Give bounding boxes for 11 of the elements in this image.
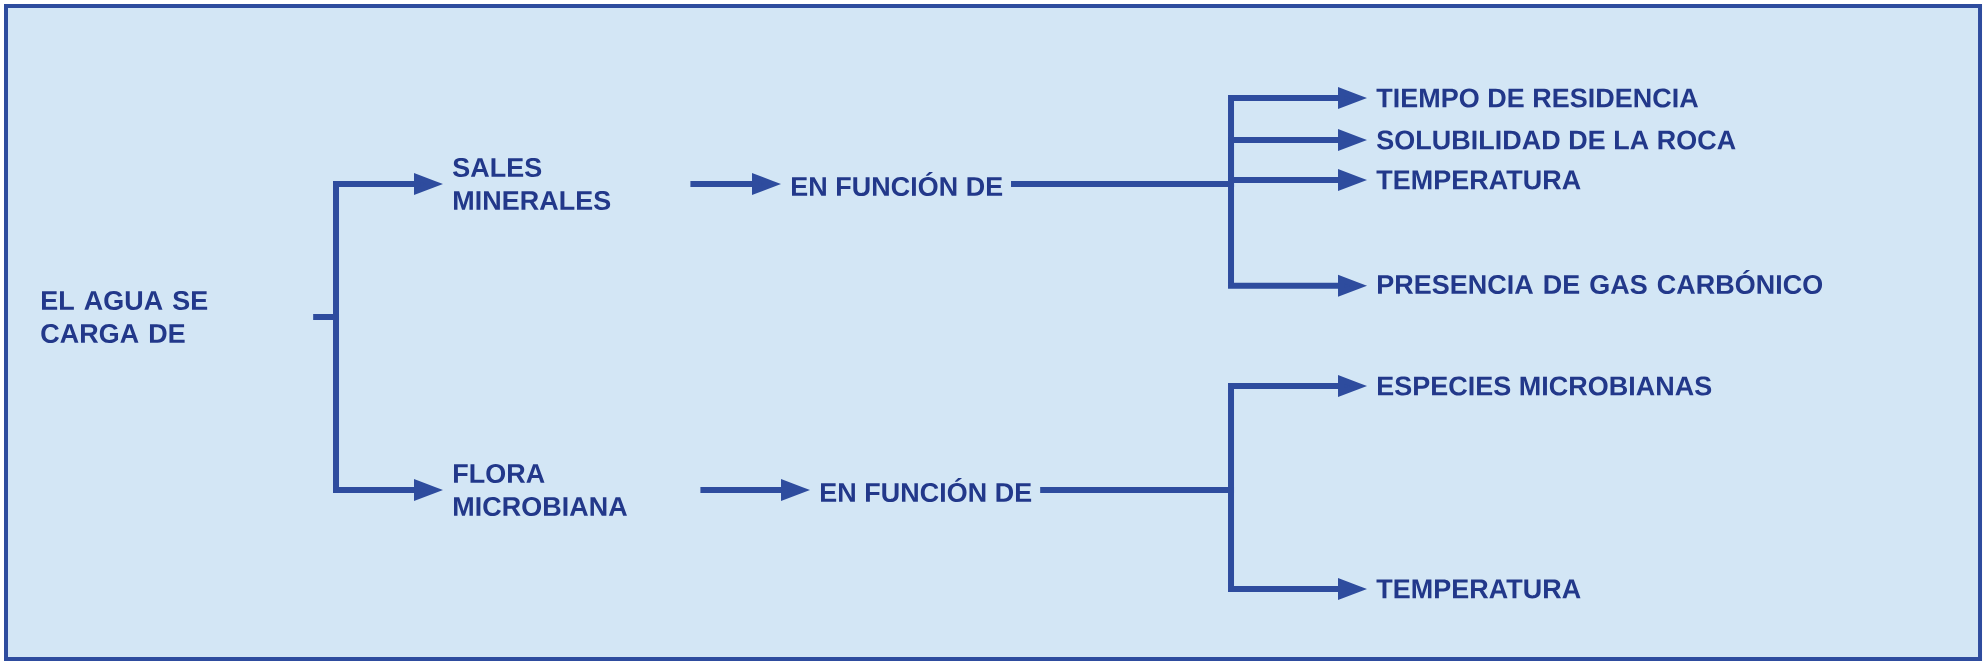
text-label: PRESENCIA DE GAS CARBÓNICO (1378, 269, 1823, 295)
text-label: EL AGUA SE CARGA DE (41, 290, 208, 344)
text-label: SALES MINERALES (453, 157, 611, 211)
text-label: EN FUNCIÓN DE (821, 477, 1032, 503)
text-label: TEMPERATURA (1376, 170, 1581, 190)
text-label: FLORA MICROBIANA (454, 463, 627, 517)
text-label: SOLUBILIDAD DE LA ROCA (1377, 130, 1736, 150)
text-label: TIEMPO DE RESIDENCIA (1376, 88, 1698, 108)
text-label: EN FUNCIÓN DE (792, 171, 1003, 197)
text-label: ESPECIES MICROBIANAS (1378, 376, 1712, 396)
text-label: TEMPERATURA (1376, 579, 1581, 599)
